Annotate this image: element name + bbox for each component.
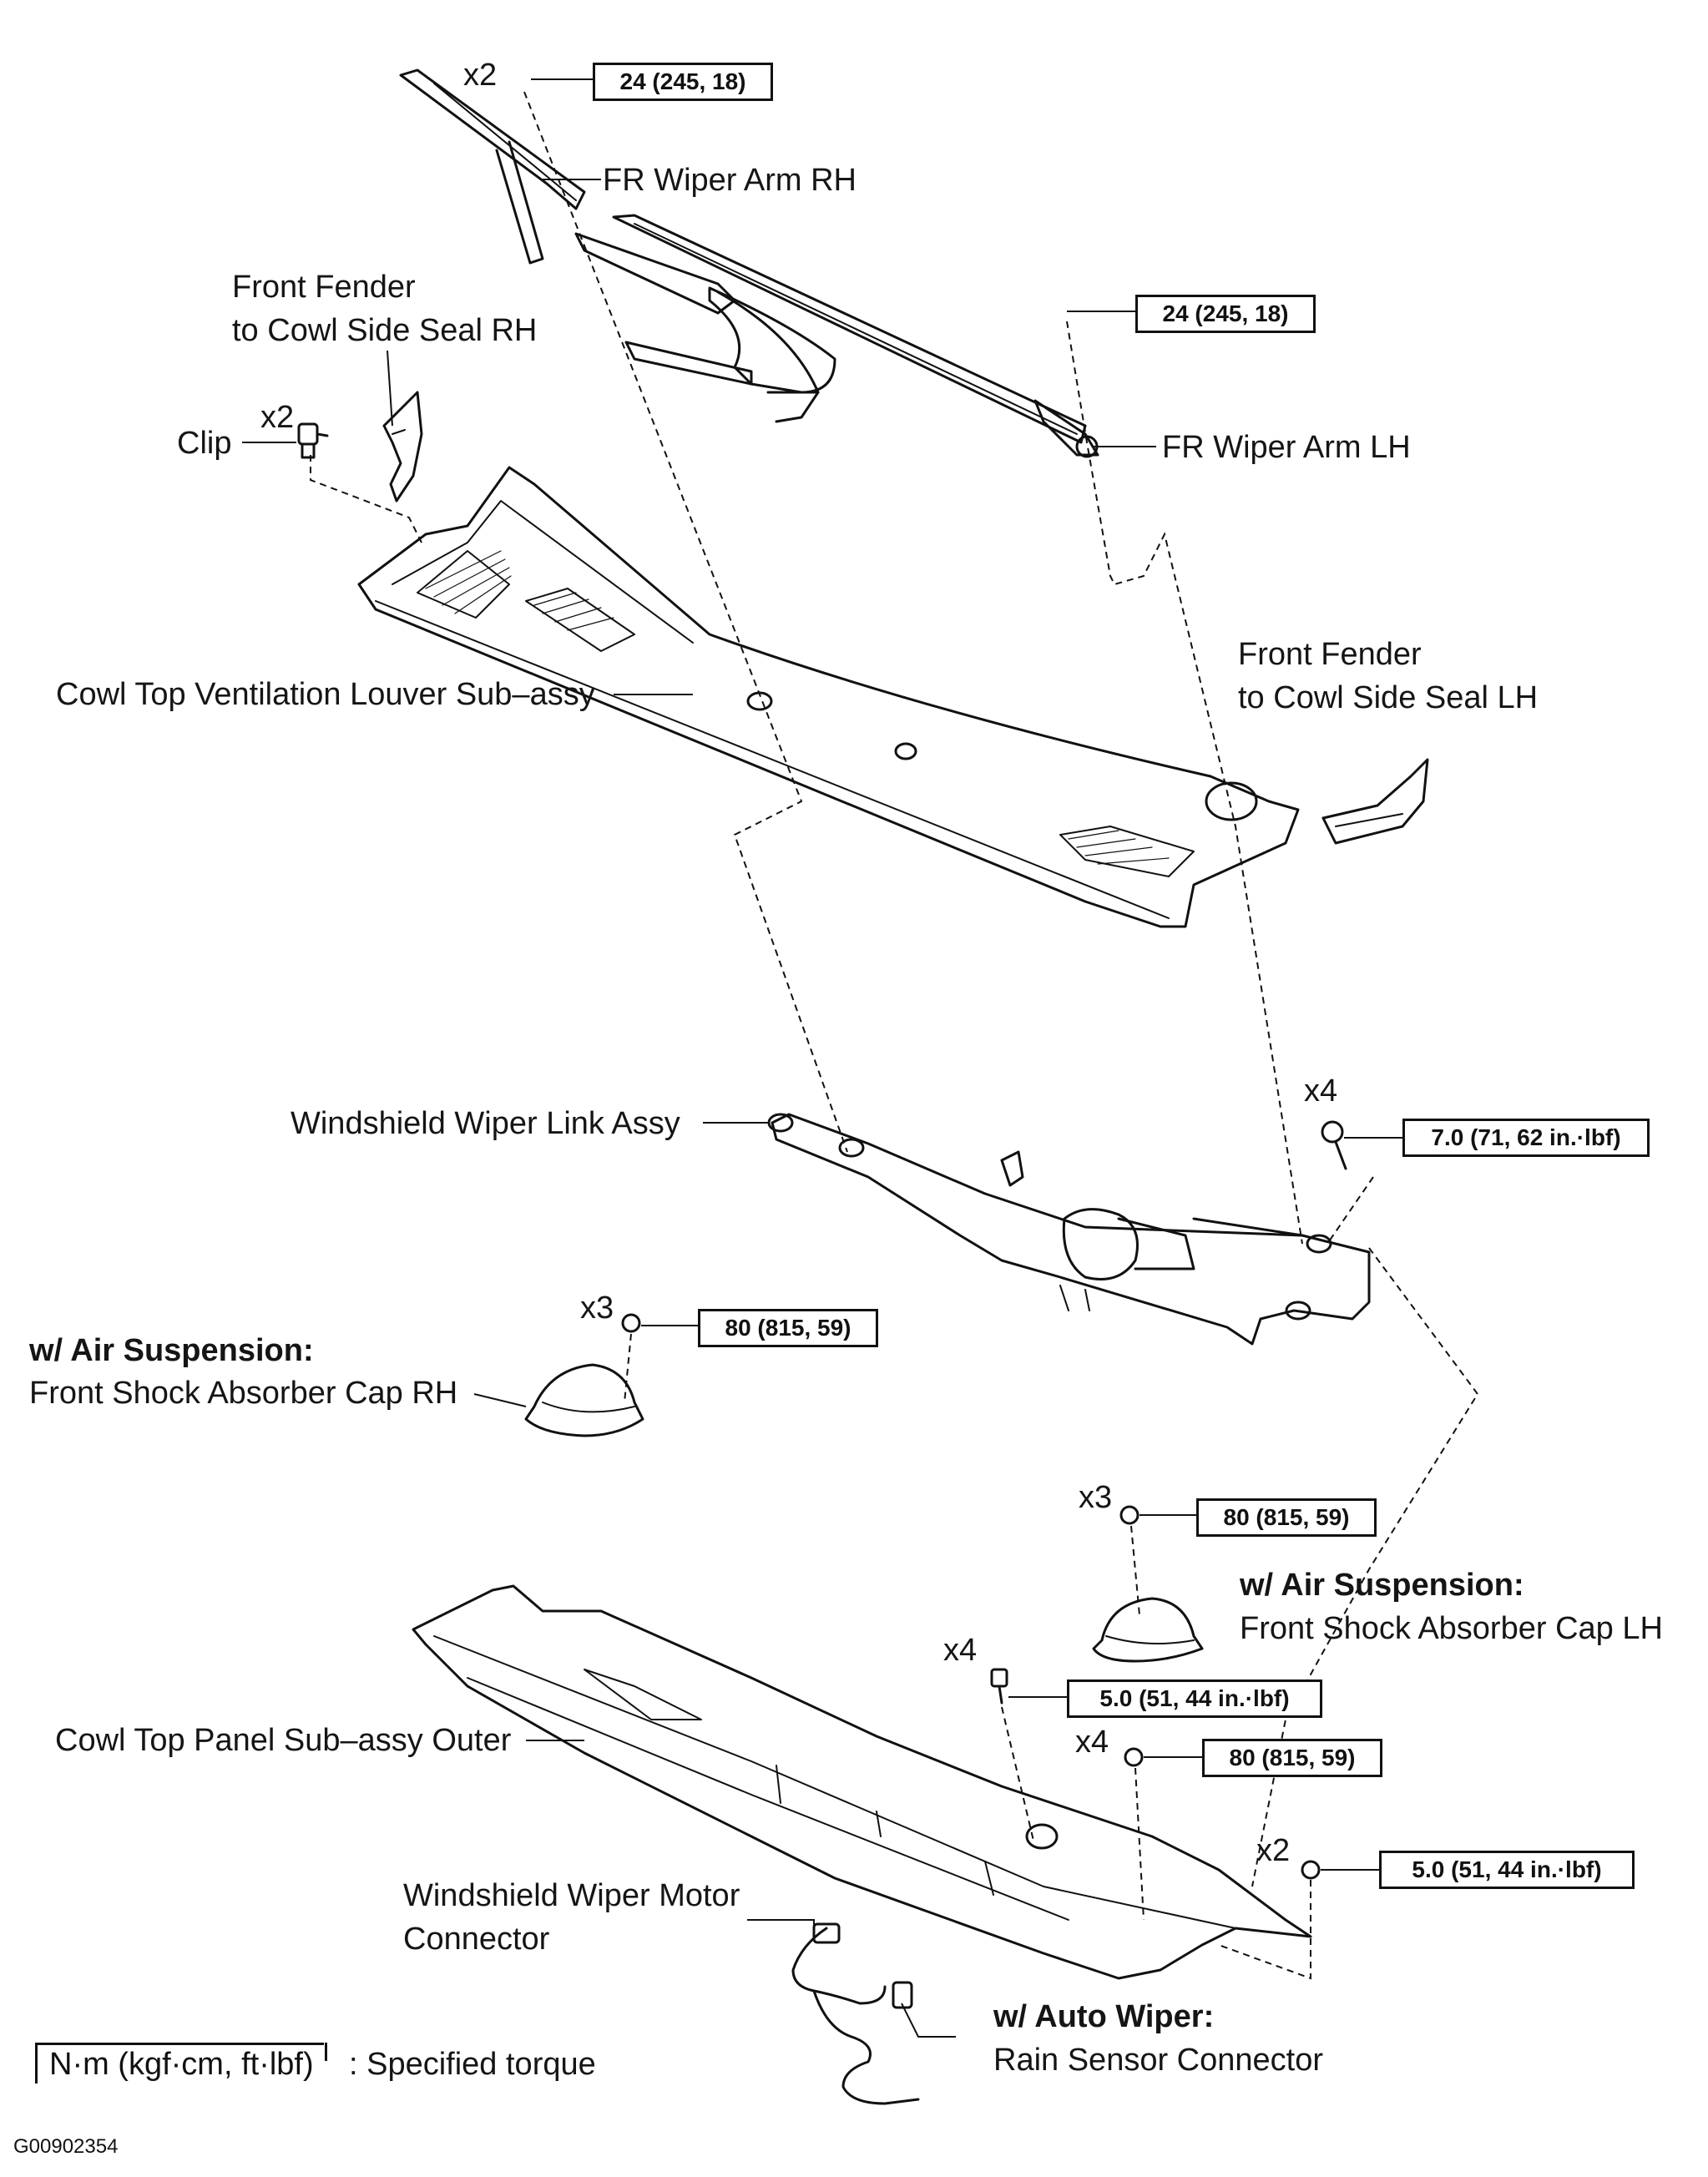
label-rain-sensor: Rain Sensor Connector (993, 2043, 1323, 2078)
cowl-louver-part (357, 466, 1300, 928)
torque-panel-nut: 80 (815, 59) (1202, 1739, 1382, 1777)
clip-part (297, 422, 329, 459)
align-line-rh (523, 91, 848, 1153)
label-cowl-louver: Cowl Top Ventilation Louver Sub–assy (56, 677, 595, 712)
align-line-link-bolt (1326, 1176, 1374, 1245)
shock-cap-rh-part (524, 1313, 644, 1437)
mult-panel-screw: x2 (1256, 1833, 1291, 1868)
wiper-link-assy-part (767, 1113, 1371, 1346)
legend-text: : Specified torque (349, 2047, 596, 2082)
mult-cap-lh-nut: x3 (1079, 1480, 1113, 1515)
mult-link-bolt: x4 (1304, 1073, 1338, 1109)
label-cowl-panel: Cowl Top Panel Sub–assy Outer (55, 1723, 512, 1758)
torque-cap-lh: 80 (815, 59) (1196, 1498, 1377, 1537)
label-air-susp-lh-title: w/ Air Suspension: (1240, 1568, 1524, 1603)
label-seal-rh-line2: to Cowl Side Seal RH (232, 313, 538, 348)
torque-link: 7.0 (71, 62 in.·lbf) (1402, 1119, 1650, 1157)
align-line-lh (1066, 321, 1303, 1245)
leader-seal-rh (387, 350, 393, 427)
label-seal-lh-line1: Front Fender (1238, 637, 1422, 672)
legend-torque-units: N·m (kgf·cm, ft·lbf) (35, 2043, 327, 2084)
align-line-link-panel (1251, 1247, 1479, 1887)
torque-panel-bolt: 5.0 (51, 44 in.·lbf) (1067, 1679, 1322, 1718)
link-bolt-part (1321, 1120, 1347, 1170)
align-line-clip (310, 455, 422, 543)
panel-bolt-part (990, 1668, 1008, 1705)
align-line-panel-nut (1134, 1767, 1145, 1921)
torque-panel-screw: 5.0 (51, 44 in.·lbf) (1379, 1851, 1635, 1889)
mult-panel-nut: x4 (1075, 1725, 1109, 1760)
wiper-harness-part (791, 1922, 920, 2105)
label-shock-cap-rh: Front Shock Absorber Cap RH (29, 1376, 458, 1411)
torque-cap-rh: 80 (815, 59) (698, 1309, 878, 1347)
align-line-panel-screw (1218, 1880, 1311, 1980)
label-fr-wiper-arm-lh: FR Wiper Arm LH (1162, 430, 1411, 465)
label-link-assy: Windshield Wiper Link Assy (291, 1106, 680, 1141)
label-motor-conn-line1: Windshield Wiper Motor (403, 1878, 740, 1913)
mult-cap-rh-nut: x3 (580, 1291, 614, 1326)
fr-wiper-arm-lh-part (612, 214, 1099, 458)
label-seal-lh-line2: to Cowl Side Seal LH (1238, 680, 1539, 715)
label-clip: Clip (177, 426, 232, 461)
louver-mesh (425, 550, 1170, 865)
seal-lh-part (1321, 758, 1429, 845)
label-seal-rh-line1: Front Fender (232, 270, 416, 305)
figure-code: G00902354 (13, 2135, 119, 2158)
label-fr-wiper-arm-rh: FR Wiper Arm RH (603, 163, 857, 198)
seal-rh-part (382, 391, 423, 503)
shock-cap-lh-part (1092, 1505, 1204, 1663)
leader-motor-conn (747, 1919, 815, 1928)
cowl-panel-part (412, 1584, 1312, 1980)
mult-arm-nut: x2 (463, 58, 498, 93)
torque-arm-rh: 24 (245, 18) (593, 63, 773, 101)
label-motor-conn-line2: Connector (403, 1922, 550, 1957)
leader-cap-rh (473, 1393, 527, 1407)
label-shock-cap-lh: Front Shock Absorber Cap LH (1240, 1611, 1663, 1646)
align-line-cap-lh (1130, 1525, 1140, 1616)
torque-arm-lh: 24 (245, 18) (1135, 295, 1316, 333)
label-air-susp-rh-title: w/ Air Suspension: (29, 1333, 314, 1368)
leader-rain-sensor (901, 2003, 956, 2038)
panel-nut-part (1124, 1747, 1144, 1767)
panel-screw-part (1301, 1860, 1321, 1880)
label-auto-wiper-title: w/ Auto Wiper: (993, 1999, 1215, 2034)
mult-panel-bolt: x4 (943, 1633, 978, 1668)
align-line-panel-bolt (1001, 1706, 1034, 1841)
mult-clip: x2 (260, 400, 295, 435)
